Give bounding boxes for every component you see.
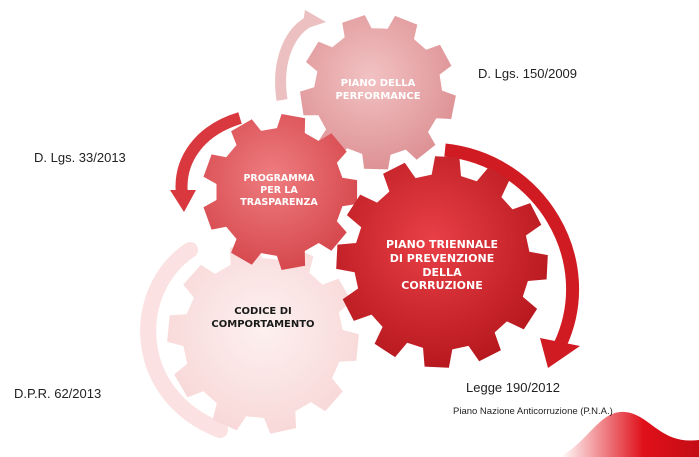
gear-label-line: CODICE DI [234, 306, 292, 317]
gear-label-line: DELLA [422, 265, 462, 279]
comportamento-circle-arrow [140, 242, 228, 438]
gear-label-line: TRASPARENZA [240, 196, 318, 208]
gear-label-line: PERFORMANCE [335, 90, 421, 102]
gear-comportamento [167, 242, 359, 434]
gear-label-line: PIANO DELLA [340, 78, 416, 89]
gear-label-line: DI PREVENZIONE [389, 251, 495, 265]
gear-label-line: CORRUZIONE [401, 279, 483, 293]
law-label-comportamento: D.P.R. 62/2013 [14, 386, 102, 401]
gear-anticorruzione [336, 156, 548, 368]
law-label-trasparenza: D. Lgs. 33/2013 [34, 150, 126, 165]
gear-label-line: PER LA [260, 184, 298, 196]
anticorruzione-arrowhead [540, 338, 580, 368]
gear-performance [300, 15, 456, 170]
law-label-anticorruzione: Legge 190/2012 [466, 380, 560, 395]
decorative-wave [560, 411, 699, 457]
gear-label-line: COMPORTAMENTO [211, 318, 315, 330]
anticorruzione-curved-arrow [444, 143, 580, 348]
trasparenza-curved-arrow [175, 112, 242, 196]
gear-label-anticorruzione: PIANO TRIENNALE DI PREVENZIONE DELLA COR… [372, 238, 512, 293]
gear-label-comportamento: CODICE DI COMPORTAMENTO [198, 306, 328, 331]
law-label-performance: D. Lgs. 150/2009 [478, 66, 578, 81]
gear-label-performance: PIANO DELLA PERFORMANCE [318, 78, 438, 103]
performance-arrowhead [302, 10, 326, 30]
gear-label-line: PROGRAMMA [243, 173, 315, 184]
trasparenza-arrowhead [170, 190, 196, 212]
gear-label-trasparenza: PROGRAMMA PER LA TRASPARENZA [224, 173, 334, 209]
gear-label-line: PIANO TRIENNALE [385, 238, 499, 251]
gear-trasparenza [203, 114, 358, 270]
law-label-pna: Piano Nazione Anticorruzione (P.N.A.) [453, 406, 613, 417]
